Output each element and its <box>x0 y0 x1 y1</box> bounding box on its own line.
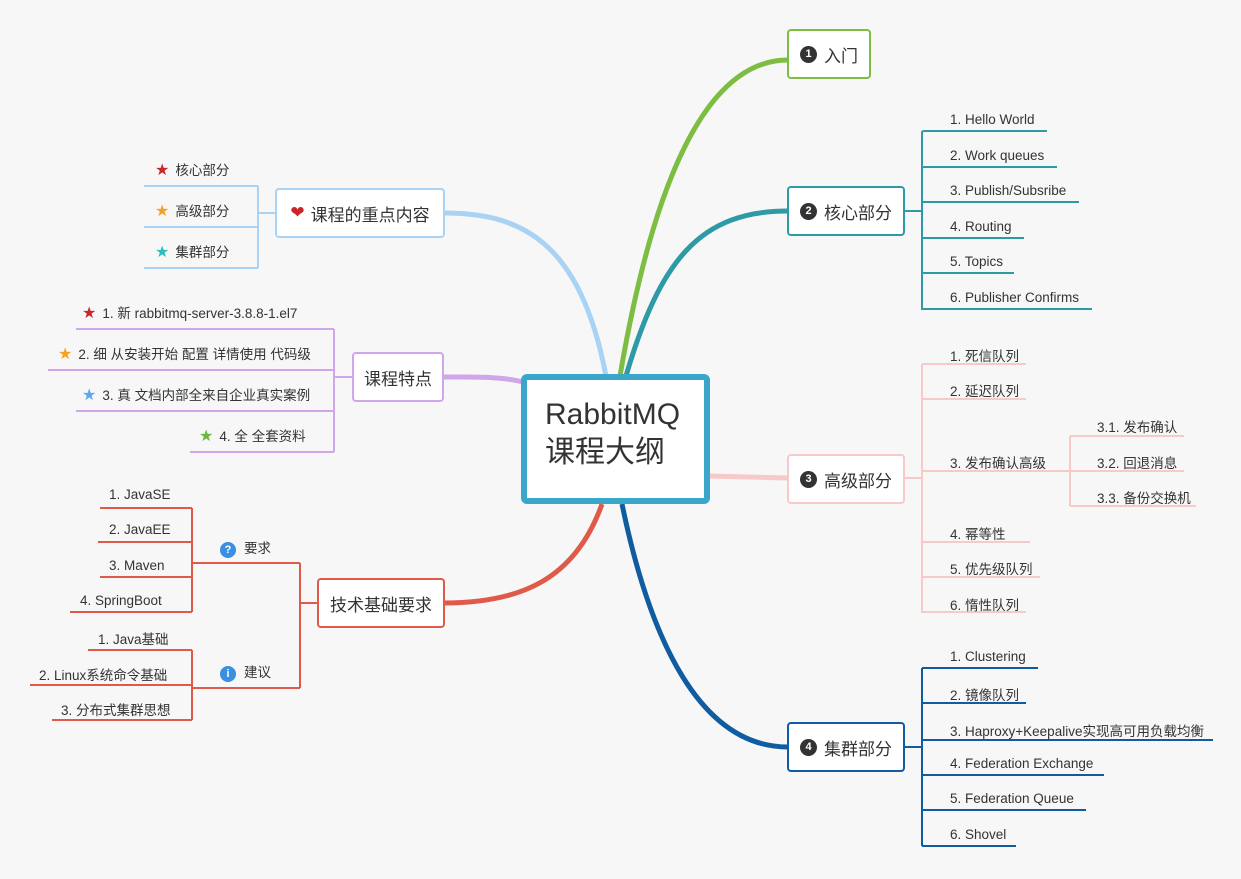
advanced-item[interactable]: 6. 惰性队列 <box>950 598 1020 613</box>
cluster-item[interactable]: 4. Federation Exchange <box>950 756 1094 771</box>
cluster-item[interactable]: 6. Shovel <box>950 827 1007 842</box>
branch-key-content[interactable]: ❤ 课程的重点内容 <box>275 188 445 238</box>
feature-item-label: 1. 新 rabbitmq-server-3.8.8-1.el7 <box>102 306 298 321</box>
focus-item-label: 核心部分 <box>175 163 230 178</box>
advanced-item[interactable]: 2. 延迟队列 <box>950 384 1020 399</box>
focus-item[interactable]: ★ 核心部分 <box>155 159 229 180</box>
branch-cluster[interactable]: 4 集群部分 <box>787 722 905 772</box>
focus-item[interactable]: ★ 高级部分 <box>155 200 229 221</box>
star-red-icon: ★ <box>155 162 170 179</box>
feature-item[interactable]: ★ 4. 全 全套资料 <box>199 425 306 446</box>
advanced-item[interactable]: 3. 发布确认高级 <box>950 456 1047 471</box>
info-icon: i <box>220 666 236 682</box>
requirement-node-label: 要求 <box>244 541 271 556</box>
feature-item[interactable]: ★ 2. 细 从安装开始 配置 详情使用 代码级 <box>58 343 311 364</box>
cluster-item[interactable]: 5. Federation Queue <box>950 791 1074 806</box>
branch-tech-requirements[interactable]: 技术基础要求 <box>317 578 445 628</box>
star-green-icon: ★ <box>199 428 214 445</box>
branch-core-label: 核心部分 <box>824 203 892 223</box>
number-2-icon: 2 <box>800 202 817 220</box>
number-4-icon: 4 <box>800 738 817 756</box>
advanced-subitem[interactable]: 3.2. 回退消息 <box>1097 456 1178 471</box>
feature-item[interactable]: ★ 1. 新 rabbitmq-server-3.8.8-1.el7 <box>82 302 297 323</box>
star-orange-icon: ★ <box>58 346 73 363</box>
branch-key-content-label: 课程的重点内容 <box>310 205 430 225</box>
advanced-item[interactable]: 5. 优先级队列 <box>950 562 1033 577</box>
advanced-item[interactable]: 4. 幂等性 <box>950 527 1006 542</box>
branch-advanced-label: 高级部分 <box>824 471 892 491</box>
question-icon: ? <box>220 542 236 558</box>
star-red-icon: ★ <box>82 305 97 322</box>
central-topic-subtitle: 课程大纲 <box>545 436 665 469</box>
feature-item-label: 3. 真 文档内部全来自企业真实案例 <box>102 388 311 403</box>
requirement-node[interactable]: ? 要求 <box>220 537 271 558</box>
number-3-icon: 3 <box>800 470 817 488</box>
branch-features-label: 课程特点 <box>364 369 432 389</box>
focus-item-label: 高级部分 <box>175 204 230 219</box>
branch-tech-requirements-label: 技术基础要求 <box>330 595 432 615</box>
advanced-subitem[interactable]: 3.1. 发布确认 <box>1097 420 1178 435</box>
core-item[interactable]: 1. Hello World <box>950 112 1035 127</box>
cluster-item[interactable]: 2. 镜像队列 <box>950 688 1020 703</box>
branch-core[interactable]: 2 核心部分 <box>787 186 905 236</box>
central-topic-title: RabbitMQ <box>545 398 681 431</box>
focus-item[interactable]: ★ 集群部分 <box>155 241 229 262</box>
feature-item-label: 2. 细 从安装开始 配置 详情使用 代码级 <box>78 347 311 362</box>
core-item[interactable]: 5. Topics <box>950 254 1004 269</box>
feature-item-label: 4. 全 全套资料 <box>219 429 306 444</box>
suggestion-item[interactable]: 2. Linux系统命令基础 <box>39 668 168 683</box>
star-orange-icon: ★ <box>155 203 170 220</box>
core-item[interactable]: 4. Routing <box>950 219 1012 234</box>
core-item[interactable]: 6. Publisher Confirms <box>950 290 1080 305</box>
branch-intro[interactable]: 1 入门 <box>787 29 871 79</box>
branch-advanced[interactable]: 3 高级部分 <box>787 454 905 504</box>
feature-item[interactable]: ★ 3. 真 文档内部全来自企业真实案例 <box>82 384 310 405</box>
suggestion-item[interactable]: 1. Java基础 <box>98 632 169 647</box>
star-teal-icon: ★ <box>155 244 170 261</box>
number-1-icon: 1 <box>800 45 817 63</box>
core-item[interactable]: 2. Work queues <box>950 148 1045 163</box>
central-topic[interactable]: RabbitMQ 课程大纲 <box>521 374 710 504</box>
core-item[interactable]: 3. Publish/Subsribe <box>950 183 1067 198</box>
branch-intro-label: 入门 <box>824 46 858 66</box>
suggestion-item[interactable]: 3. 分布式集群思想 <box>61 703 171 718</box>
requirement-item[interactable]: 1. JavaSE <box>109 487 171 502</box>
focus-item-label: 集群部分 <box>175 245 230 260</box>
star-blue-icon: ★ <box>82 387 97 404</box>
requirement-item[interactable]: 4. SpringBoot <box>80 593 162 608</box>
suggestion-node[interactable]: i 建议 <box>220 661 271 682</box>
branch-features[interactable]: 课程特点 <box>352 352 444 402</box>
heart-icon: ❤ <box>290 203 305 222</box>
advanced-item[interactable]: 1. 死信队列 <box>950 349 1020 364</box>
branch-cluster-label: 集群部分 <box>824 739 892 759</box>
suggestion-node-label: 建议 <box>244 665 271 680</box>
requirement-item[interactable]: 2. JavaEE <box>109 522 171 537</box>
requirement-item[interactable]: 3. Maven <box>109 558 165 573</box>
cluster-item[interactable]: 3. Haproxy+Keepalive实现高可用负载均衡 <box>950 724 1204 739</box>
cluster-item[interactable]: 1. Clustering <box>950 649 1026 664</box>
advanced-subitem[interactable]: 3.3. 备份交换机 <box>1097 491 1191 506</box>
